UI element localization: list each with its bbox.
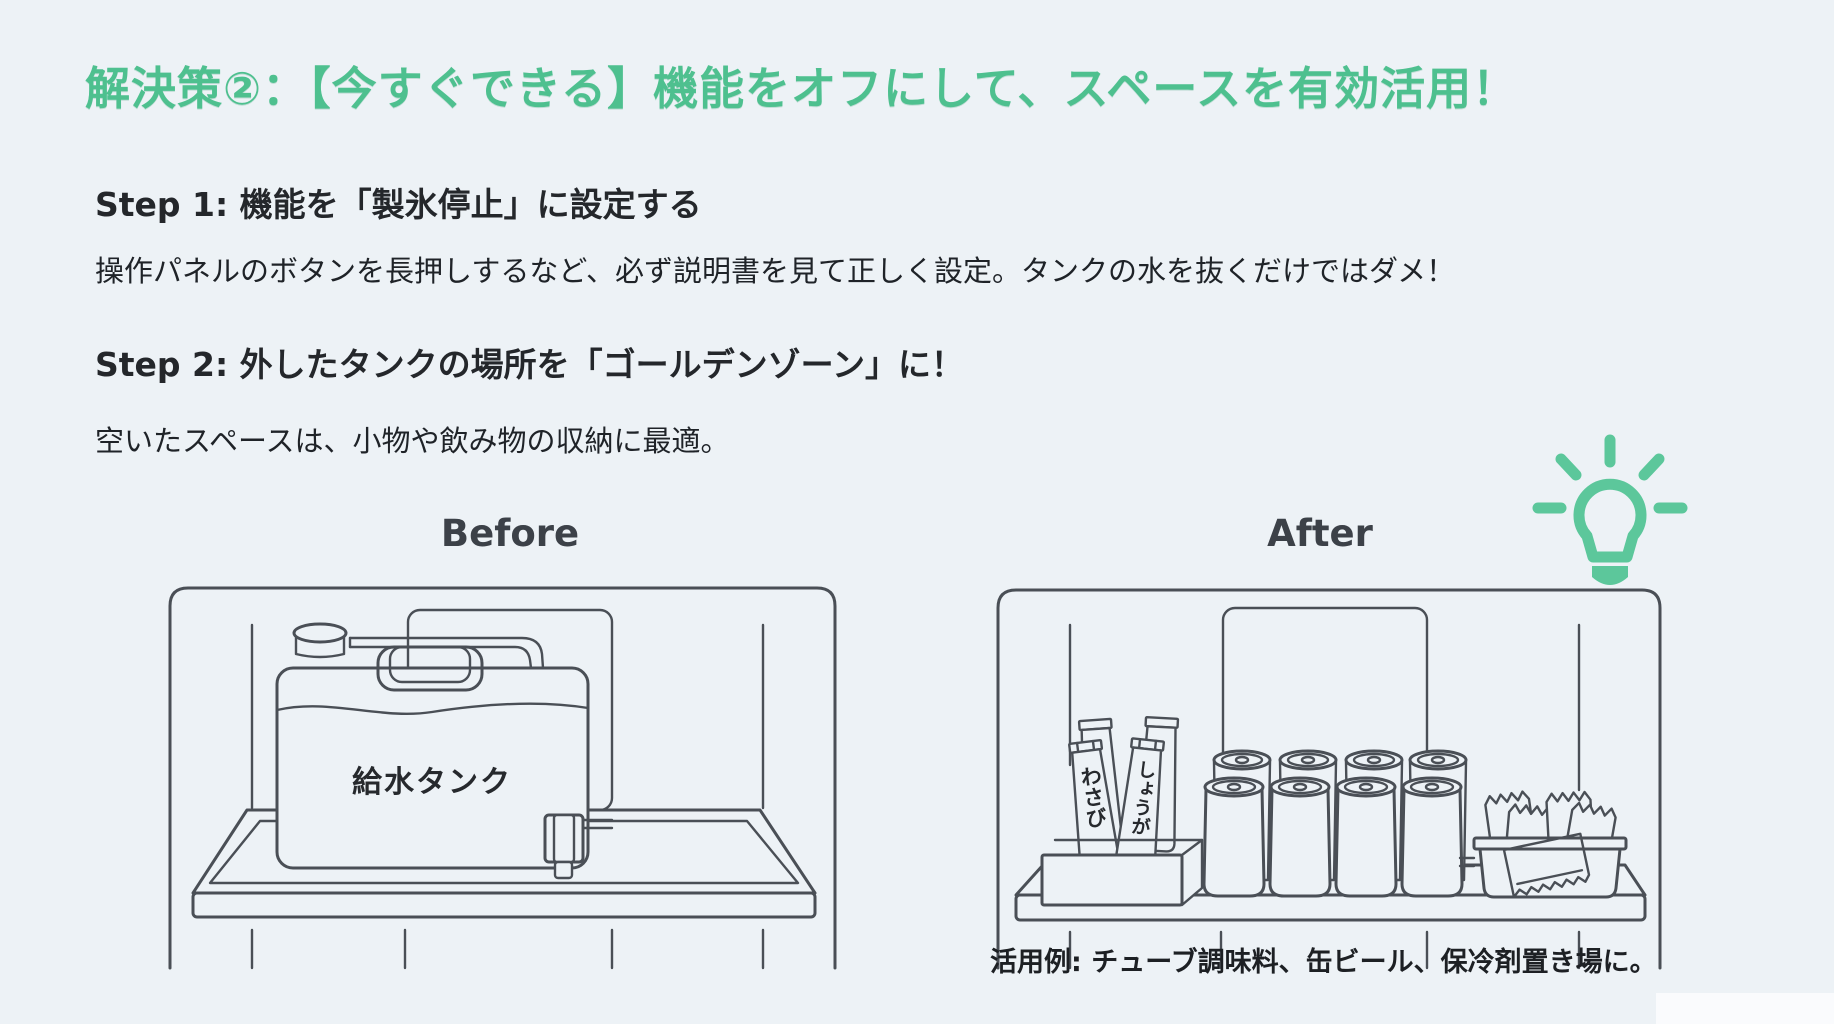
can-row-front — [1202, 776, 1464, 898]
after-label: After — [1267, 512, 1373, 555]
after-illustration: わさび しょうが — [990, 580, 1690, 980]
tank-label: 給水タンク — [352, 765, 512, 800]
step1-heading: Step 1: 機能を「製氷停止」に設定する — [95, 185, 702, 224]
lightbulb-icon — [1528, 428, 1692, 592]
before-illustration: 給水タンク — [150, 580, 850, 980]
tank-spout — [543, 813, 614, 880]
before-label: Before — [440, 512, 580, 555]
ice-pack-basket — [1458, 790, 1628, 899]
lower-compartment-marks — [250, 928, 765, 970]
usage-caption: 活用例: チューブ調味料、缶ビール、保冷剤置き場に。 — [990, 947, 1657, 978]
beer-can — [1334, 776, 1398, 898]
beer-can — [1202, 776, 1266, 898]
ice-pack-inside — [1502, 832, 1591, 899]
step2-heading: Step 2: 外したタンクの場所を「ゴールデンゾーン」に！ — [95, 345, 965, 384]
condiment-tube-tray: わさび しょうが — [1040, 716, 1204, 907]
watermark-box — [1656, 993, 1834, 1024]
step1-description: 操作パネルのボタンを長押しするなど、必ず説明書を見て正しく設定。タンクの水を抜く… — [95, 254, 1456, 288]
beer-can — [1268, 776, 1332, 898]
page-title: 解決策②：【今すぐできる】機能をオフにして、スペースを有効活用！ — [85, 62, 1519, 115]
step2-description: 空いたスペースは、小物や飲み物の収納に最適。 — [95, 424, 730, 458]
tray — [1040, 838, 1204, 907]
beer-can — [1400, 776, 1464, 898]
water-tank: 給水タンク — [275, 622, 614, 880]
lower-compartment-marks — [1068, 930, 1581, 970]
